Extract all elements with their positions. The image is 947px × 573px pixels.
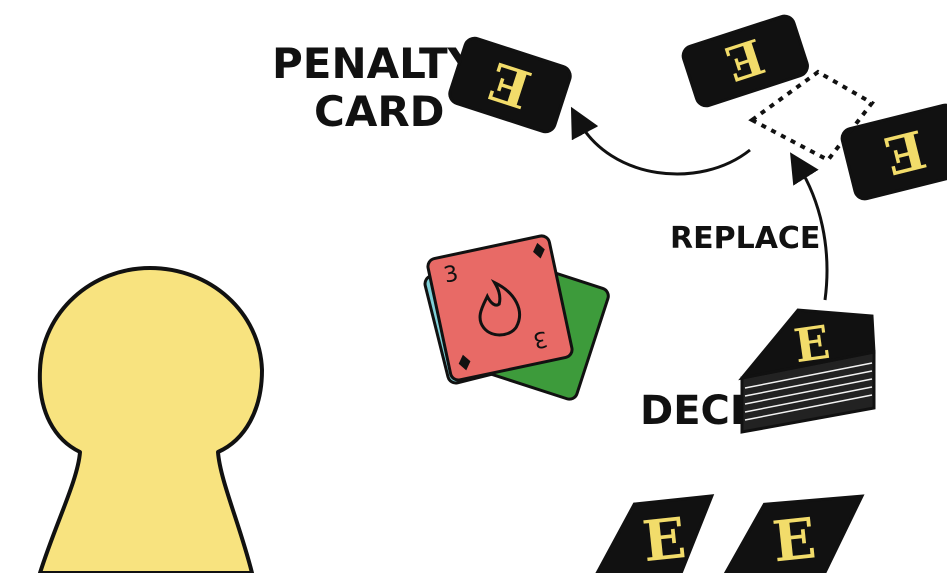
- empty-card-slot: [748, 69, 875, 163]
- discard-pile[interactable]: 3 3: [423, 234, 610, 401]
- arrow-replace: [790, 152, 829, 301]
- penalty-card-label-line2: CARD: [314, 87, 445, 136]
- board-card-top[interactable]: E: [681, 14, 810, 109]
- suit-icon-bottom: [458, 354, 471, 371]
- deck-side-lines: [744, 362, 873, 421]
- hand-card-1[interactable]: E: [583, 494, 720, 573]
- penalty-card[interactable]: E: [447, 36, 573, 135]
- red-card-rank-bottom: 3: [531, 325, 550, 352]
- player-avatar: [37, 266, 264, 573]
- hand-card-1-letter: E: [640, 505, 689, 573]
- deck-top-letter: E: [791, 315, 833, 373]
- hand-card-2[interactable]: E: [711, 494, 870, 573]
- replace-label: REPLACE: [670, 221, 820, 256]
- arrow-to-penalty: [570, 106, 751, 176]
- flame-icon: [478, 279, 522, 337]
- penalty-card-label-line1: PENALTY: [272, 39, 479, 88]
- suit-icon-top: [533, 242, 545, 259]
- red-card-rank-top: 3: [442, 261, 461, 288]
- red-card[interactable]: 3 3: [426, 234, 574, 382]
- hand-card-2-letter: E: [770, 505, 819, 573]
- deck[interactable]: E: [738, 308, 876, 434]
- deck-top-card: [738, 308, 876, 381]
- board-card-right[interactable]: E: [840, 103, 947, 201]
